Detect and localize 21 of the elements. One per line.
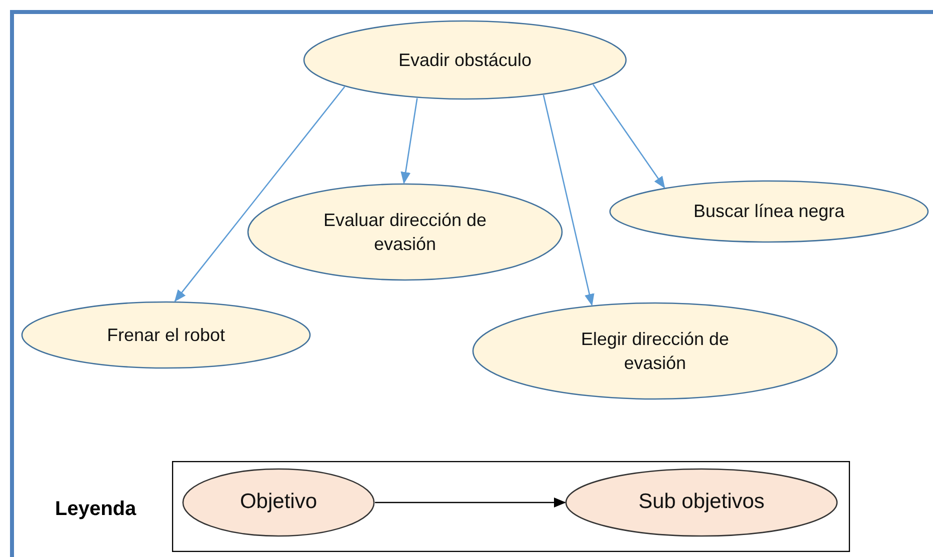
goal-ellipse <box>247 183 563 281</box>
node-label: Buscar línea negra <box>693 200 845 224</box>
goal-ellipse <box>609 180 929 243</box>
node-label: Elegir dirección de evasión <box>580 328 730 375</box>
legend-box <box>172 461 850 552</box>
node-label: Objetivo <box>240 489 318 516</box>
node-label: Frenar el robot <box>106 324 226 347</box>
goal-ellipse <box>303 20 627 100</box>
node-label: Evaluar dirección de evasión <box>322 208 488 256</box>
legend-title: Leyenda <box>55 497 136 522</box>
legend-ellipse <box>565 468 838 537</box>
arrow <box>375 498 566 508</box>
arrow <box>592 84 666 188</box>
arrow <box>542 94 594 306</box>
legend-ellipse <box>182 468 375 537</box>
node-label: Evadir obstáculo <box>398 48 532 72</box>
node-label: Sub objetivos <box>638 489 765 516</box>
goal-ellipse <box>21 301 311 369</box>
arrow <box>174 86 346 302</box>
goal-ellipse <box>472 302 838 400</box>
arrow <box>400 98 418 184</box>
